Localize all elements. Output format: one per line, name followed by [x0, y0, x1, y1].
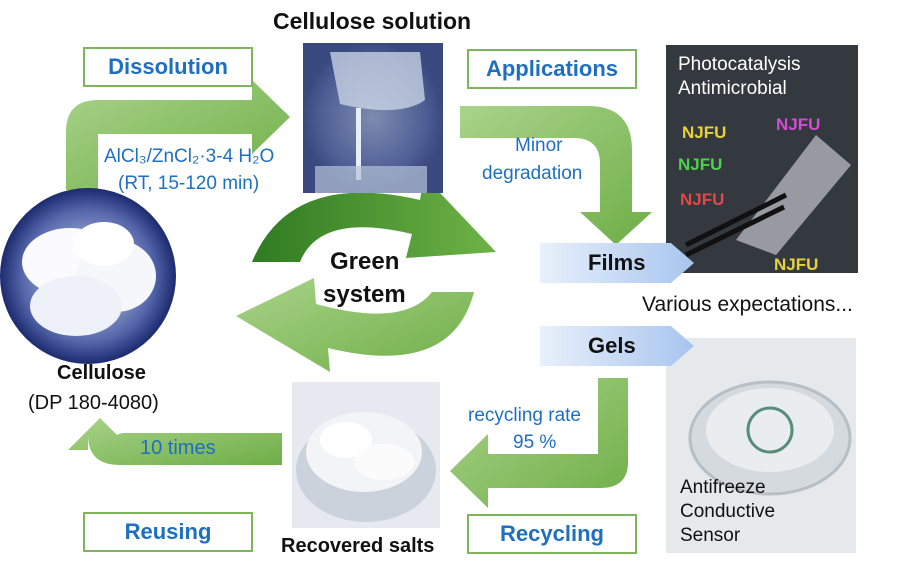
dissolution-box: Dissolution — [83, 47, 253, 87]
applications-box: Applications — [467, 49, 637, 89]
dissolution-reagent: AlCl₃/ZnCl₂·3-4 H₂O — [104, 146, 275, 167]
recycling-rate-label: recycling rate — [468, 405, 581, 426]
films-photo-labels: Photocatalysis Antimicrobial — [678, 53, 801, 101]
cellulose-solution-photo — [303, 43, 443, 193]
films-tag: Films — [540, 243, 694, 283]
recovered-salts-label: Recovered salts — [281, 535, 435, 557]
dissolution-conditions: (RT, 15-120 min) — [118, 173, 260, 194]
recycling-rate-value: 95 % — [513, 432, 557, 453]
reusing-arrow — [68, 418, 282, 465]
reuse-count-label: 10 times — [140, 437, 216, 459]
gels-photo-labels: Antifreeze Conductive Sensor — [680, 476, 775, 547]
njfu-sign-5: NJFU — [774, 255, 819, 273]
films-photo-art — [666, 45, 858, 273]
gels-photo: Antifreeze Conductive Sensor — [666, 338, 856, 553]
njfu-sign-1: NJFU — [682, 123, 727, 142]
green-system-label-1: Green — [330, 248, 400, 275]
green-system-label-2: system — [323, 281, 406, 308]
various-expectations-label: Various expectations... — [642, 293, 853, 316]
reusing-box: Reusing — [83, 512, 253, 552]
cellulose-solution-title: Cellulose solution — [273, 8, 472, 34]
cellulose-label: Cellulose — [57, 362, 146, 384]
photocatalysis-label: Photocatalysis — [678, 54, 801, 75]
recycling-arrow — [450, 378, 628, 508]
recycling-box: Recycling — [467, 514, 637, 554]
cycle-arrow-bottom — [236, 278, 474, 372]
sensor-label: Sensor — [680, 524, 741, 546]
recovered-salts-photo — [292, 382, 440, 528]
antifreeze-label: Antifreeze — [680, 477, 766, 498]
cycle-arrow-top — [252, 176, 496, 262]
dissolution-arrow — [66, 80, 290, 190]
minor-label: Minor — [515, 135, 563, 156]
conductive-label: Conductive — [680, 500, 776, 522]
njfu-sign-4: NJFU — [680, 190, 725, 209]
films-tag-label: Films — [588, 250, 646, 275]
cellulose-dp-label: (DP 180-4080) — [28, 392, 159, 414]
applications-arrow — [460, 106, 652, 245]
cellulose-dish-photo — [0, 188, 176, 364]
antimicrobial-label: Antimicrobial — [678, 77, 787, 99]
njfu-sign-2: NJFU — [776, 115, 821, 134]
films-photo: NJFU NJFU NJFU NJFU NJFU Photocatalysis … — [666, 45, 858, 273]
gels-tag-label: Gels — [588, 333, 636, 358]
njfu-sign-3: NJFU — [678, 155, 723, 174]
gels-tag: Gels — [540, 326, 694, 366]
gels-photo-art — [666, 338, 856, 553]
degradation-label: degradation — [482, 163, 583, 184]
